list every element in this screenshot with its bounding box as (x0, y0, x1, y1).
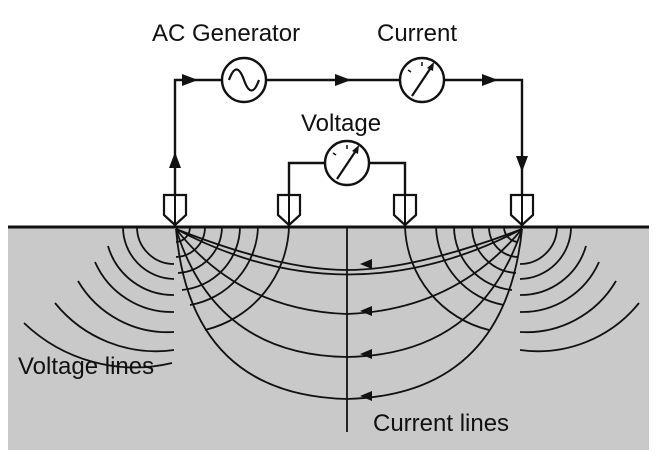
electrodes (162, 193, 535, 227)
voltage-wire-right (369, 161, 407, 195)
voltage-line (519, 226, 572, 280)
voltage-line (519, 280, 617, 334)
current-arrow (360, 306, 372, 316)
voltage-line (488, 226, 519, 258)
meter-needle-tip (427, 62, 434, 71)
voltage-lines-left (23, 226, 290, 369)
voltage-line (519, 302, 640, 353)
voltage-line (175, 226, 206, 258)
circuit-arrow-down (516, 156, 528, 172)
current-label: Current (377, 20, 457, 47)
voltage-line (503, 226, 519, 243)
voltage-line (107, 245, 175, 296)
electrode-icon (276, 193, 302, 227)
sine-wave (227, 68, 261, 92)
voltage-line (519, 261, 600, 313)
voltage-lines-label: Voltage lines (18, 353, 154, 380)
electrode-icon (509, 193, 535, 227)
current-line (175, 228, 523, 358)
current-lines (175, 228, 523, 400)
current-circuit (169, 74, 528, 195)
current-line (175, 228, 523, 400)
circuit-arrow-right-1 (182, 74, 198, 86)
circuit-wire-right (444, 78, 524, 195)
current-line (175, 228, 523, 315)
voltage-lines-right (404, 226, 640, 353)
electrode-icon (392, 193, 418, 227)
circuit-arrow-up (169, 152, 181, 168)
ac-generator (220, 56, 268, 104)
meter-tick (407, 69, 412, 73)
ac-generator-label: AC Generator (152, 20, 300, 47)
voltage-line (136, 226, 175, 265)
voltage-line (23, 322, 173, 369)
circuit-arrow-right-2 (335, 74, 351, 86)
voltage-line (177, 226, 223, 274)
current-meter (398, 56, 446, 104)
meter-needle-tip (352, 145, 359, 154)
current-arrow (360, 349, 372, 359)
voltage-line (435, 226, 505, 306)
voltage-line (519, 245, 587, 296)
current-lines-label: Current lines (373, 410, 509, 437)
voltage-line (189, 226, 259, 306)
voltage-line (453, 226, 513, 291)
electrode-icon (162, 193, 188, 227)
voltage-line (94, 261, 175, 313)
voltage-line (404, 226, 490, 331)
voltage-circuit (287, 139, 407, 195)
meter-needle (411, 65, 433, 97)
ground-area (8, 227, 649, 450)
current-arrow (360, 259, 372, 269)
voltage-line (122, 226, 175, 280)
voltage-line (204, 226, 290, 331)
current-line (175, 228, 523, 271)
current-arrow (360, 391, 372, 401)
voltage-line (181, 226, 241, 291)
meter-needle (336, 148, 358, 180)
meter-tick (332, 152, 337, 156)
voltage-wire-left (287, 161, 325, 195)
circuit-wire-left (173, 78, 222, 195)
voltage-line (54, 302, 175, 353)
voltage-line (77, 280, 175, 334)
voltage-line (471, 226, 517, 274)
circuit-arrow-right-3 (482, 74, 498, 86)
voltage-line (519, 226, 558, 265)
current-line-arrows (360, 259, 372, 401)
current-line (175, 228, 523, 276)
voltage-label: Voltage (301, 110, 381, 137)
